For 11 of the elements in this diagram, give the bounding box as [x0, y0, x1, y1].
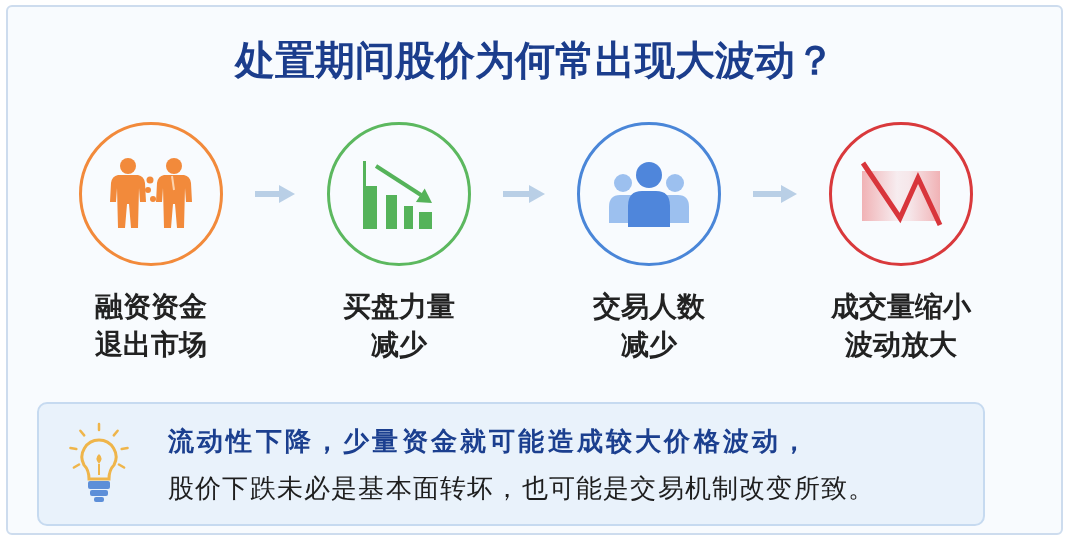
step-label: 成交量缩小波动放大	[830, 289, 972, 363]
note-text: 流动性下降，少量资金就可能造成较大价格波动，	[168, 425, 811, 458]
note-panel	[37, 402, 985, 526]
arrow	[503, 185, 545, 203]
arrow	[753, 185, 797, 203]
title: 处置期间股价为何常出现大波动？	[233, 36, 836, 85]
step-label: 买盘力量减少	[342, 289, 456, 363]
arrow	[255, 185, 295, 203]
step-label: 交易人数减少	[592, 289, 706, 363]
step-label: 融资资金退出市场	[94, 289, 208, 363]
note-text: 股价下跌未必是基本面转坏，也可能是交易机制改变所致。	[168, 472, 876, 505]
